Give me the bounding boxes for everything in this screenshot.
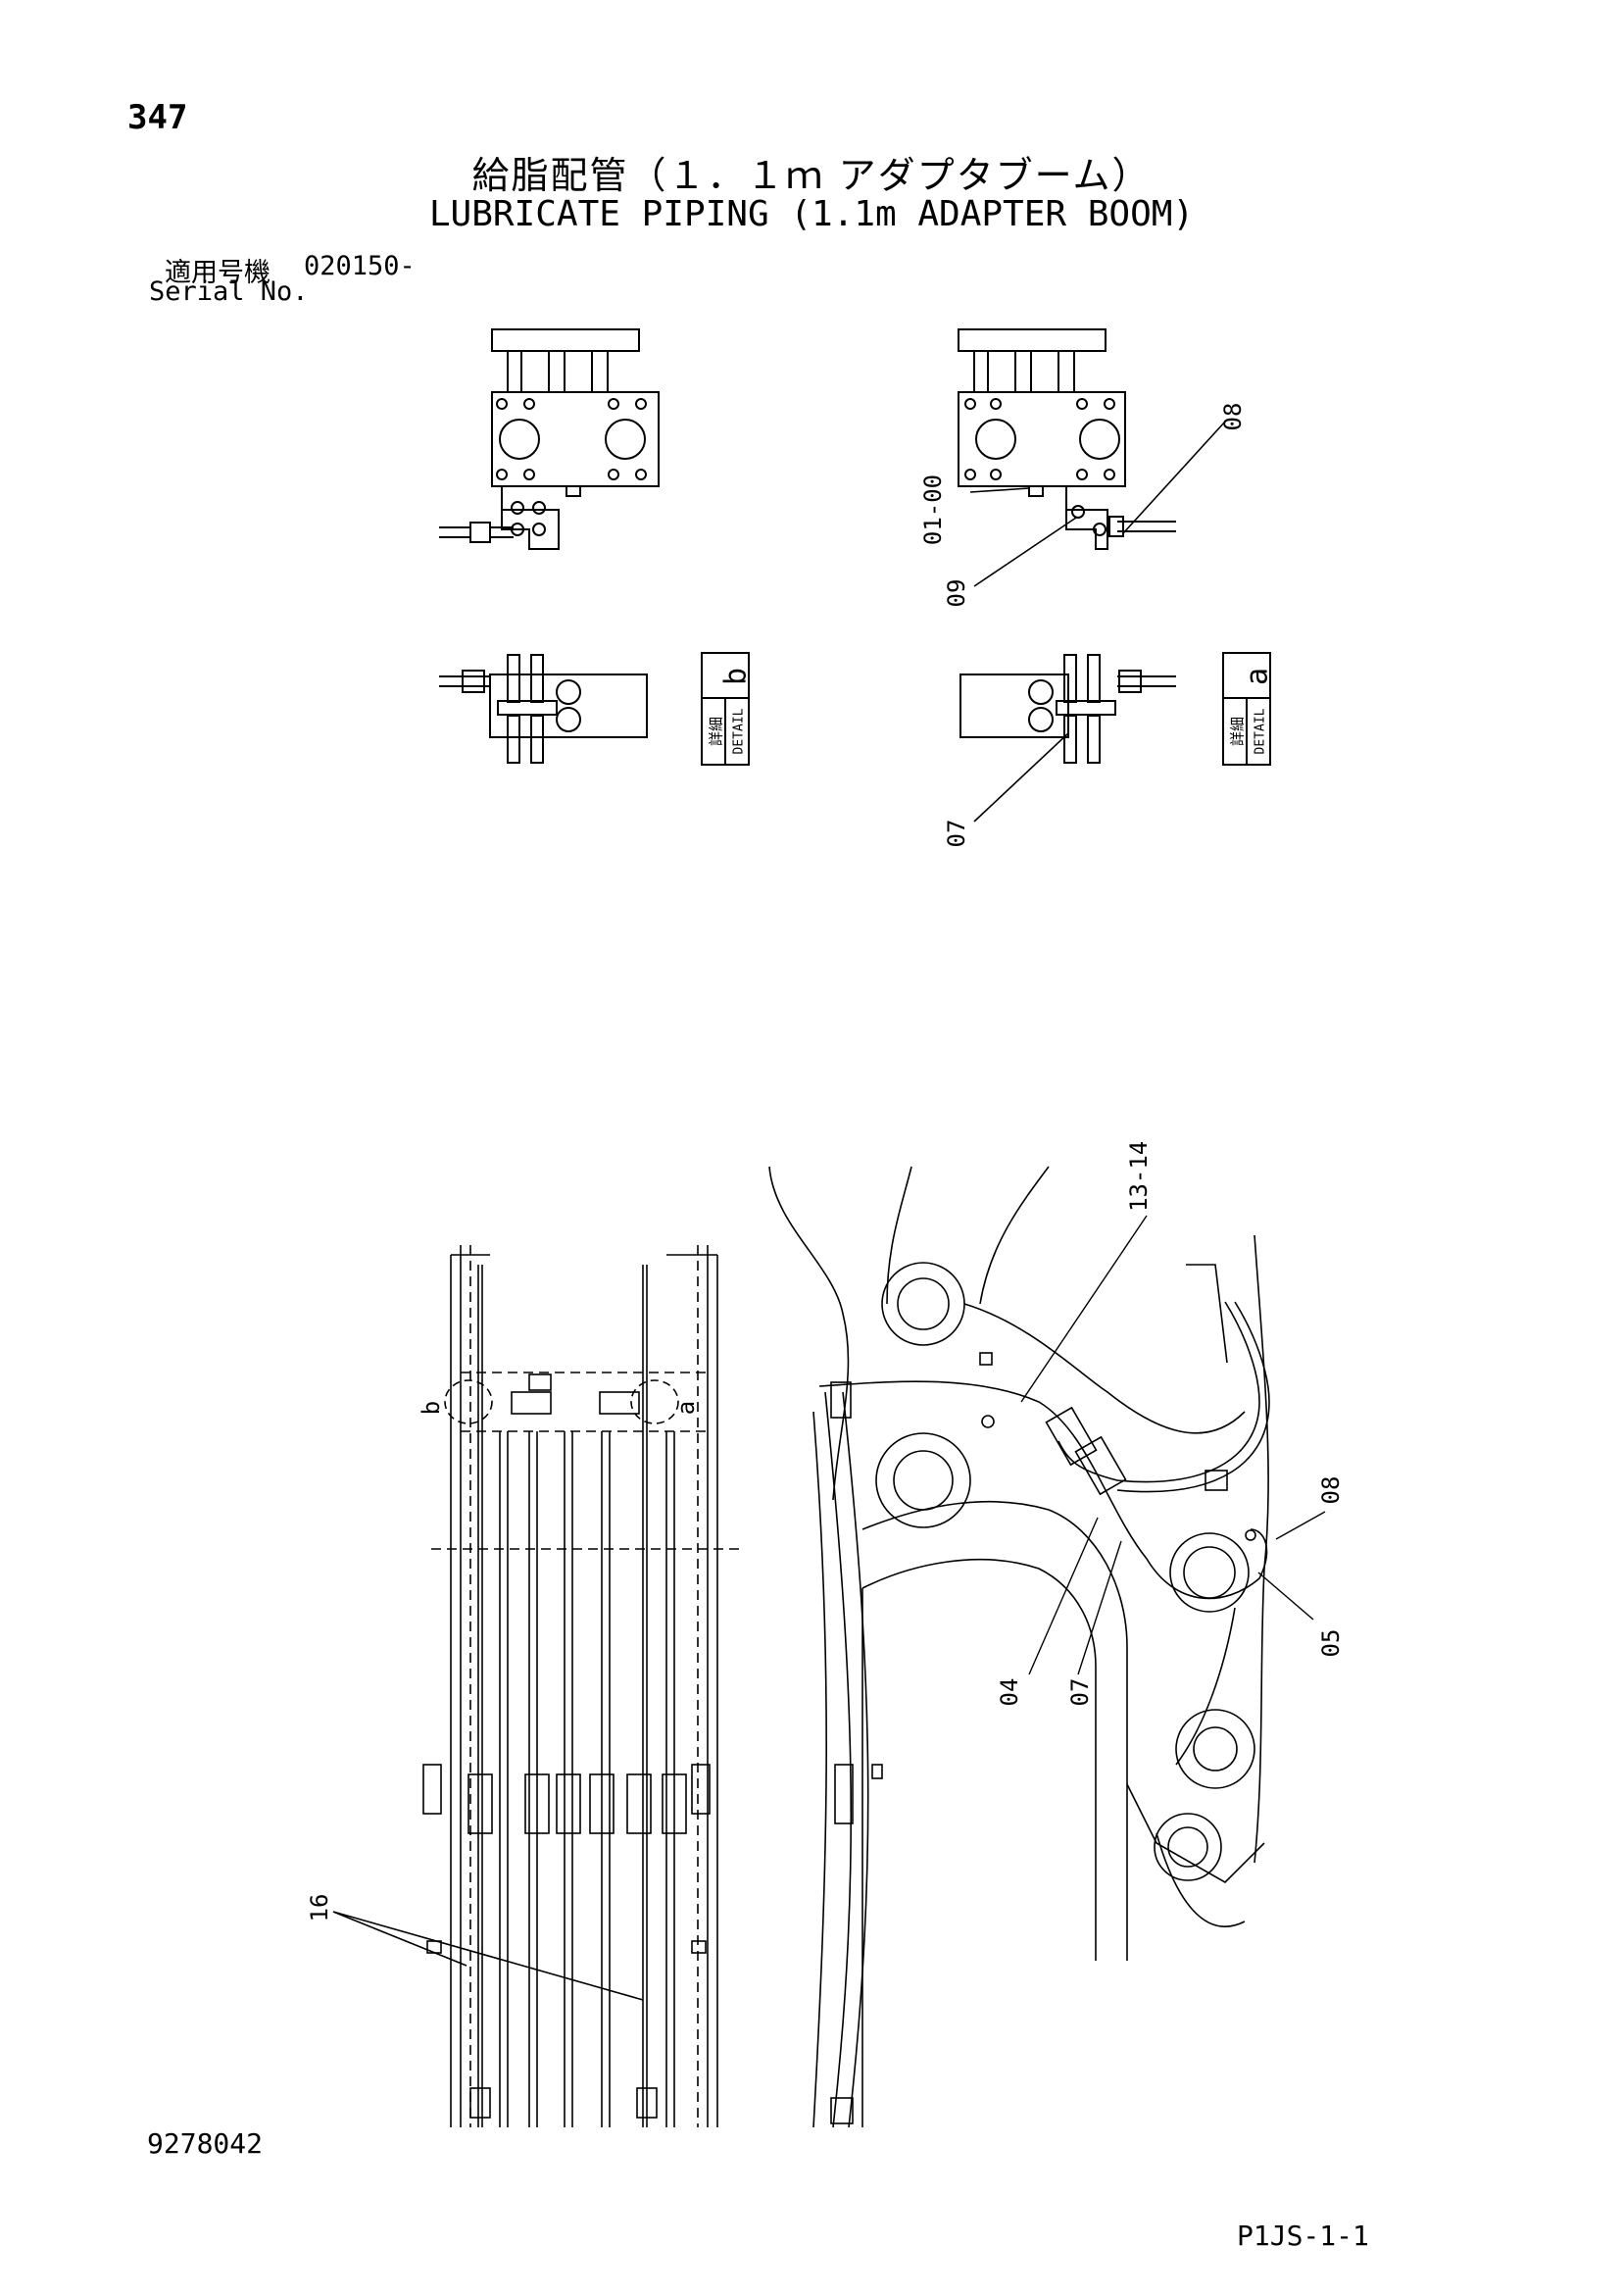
detail-a-label-jp: 詳細	[1229, 717, 1247, 746]
page-number: 347	[127, 98, 188, 137]
detail-a-label-en: DETAIL	[1254, 708, 1268, 754]
serial-label-english: Serial No.	[149, 276, 309, 307]
callout-09: 09	[943, 579, 970, 608]
detail-b-label-en: DETAIL	[732, 708, 747, 754]
detail-a-elevation-view	[958, 328, 1176, 550]
top-leader-lines	[969, 421, 1226, 823]
document-id: 9278042	[147, 2127, 264, 2160]
callout-04: 04	[996, 1678, 1023, 1707]
callout-07-side: 07	[1066, 1678, 1094, 1707]
callout-16: 16	[306, 1894, 333, 1922]
boom-side-view	[768, 1166, 1326, 2128]
detail-b-plan-view	[439, 654, 648, 764]
callout-08-side: 08	[1317, 1476, 1345, 1505]
callout-08-top: 08	[1219, 403, 1247, 431]
title-japanese: 給脂配管（１．１ｍ アダプタブーム）	[471, 154, 1152, 197]
boom-plan-view	[332, 1245, 745, 2127]
callout-07-top: 07	[943, 820, 970, 848]
serial-label-japanese: 適用号機	[165, 258, 270, 288]
detail-a-marker: a	[672, 1401, 700, 1415]
detail-b-elevation-view	[439, 328, 660, 550]
callout-05: 05	[1317, 1629, 1345, 1658]
detail-a-letter: a	[1241, 668, 1275, 685]
sheet-id: P1JS-1-1	[1237, 2220, 1369, 2252]
detail-a-plan-view	[959, 654, 1176, 764]
detail-a-label-box	[1222, 652, 1271, 766]
detail-b-letter: b	[719, 668, 754, 685]
detail-b-label-jp: 詳細	[708, 717, 725, 746]
serial-number-value: 020150-	[304, 251, 416, 281]
detail-b-marker: b	[418, 1401, 445, 1415]
callout-13-14: 13-14	[1125, 1141, 1153, 1212]
title-english: LUBRICATE PIPING (1.1m ADAPTER BOOM)	[428, 194, 1195, 234]
detail-b-label-box	[701, 652, 750, 766]
callout-01-00: 01-00	[919, 474, 947, 545]
